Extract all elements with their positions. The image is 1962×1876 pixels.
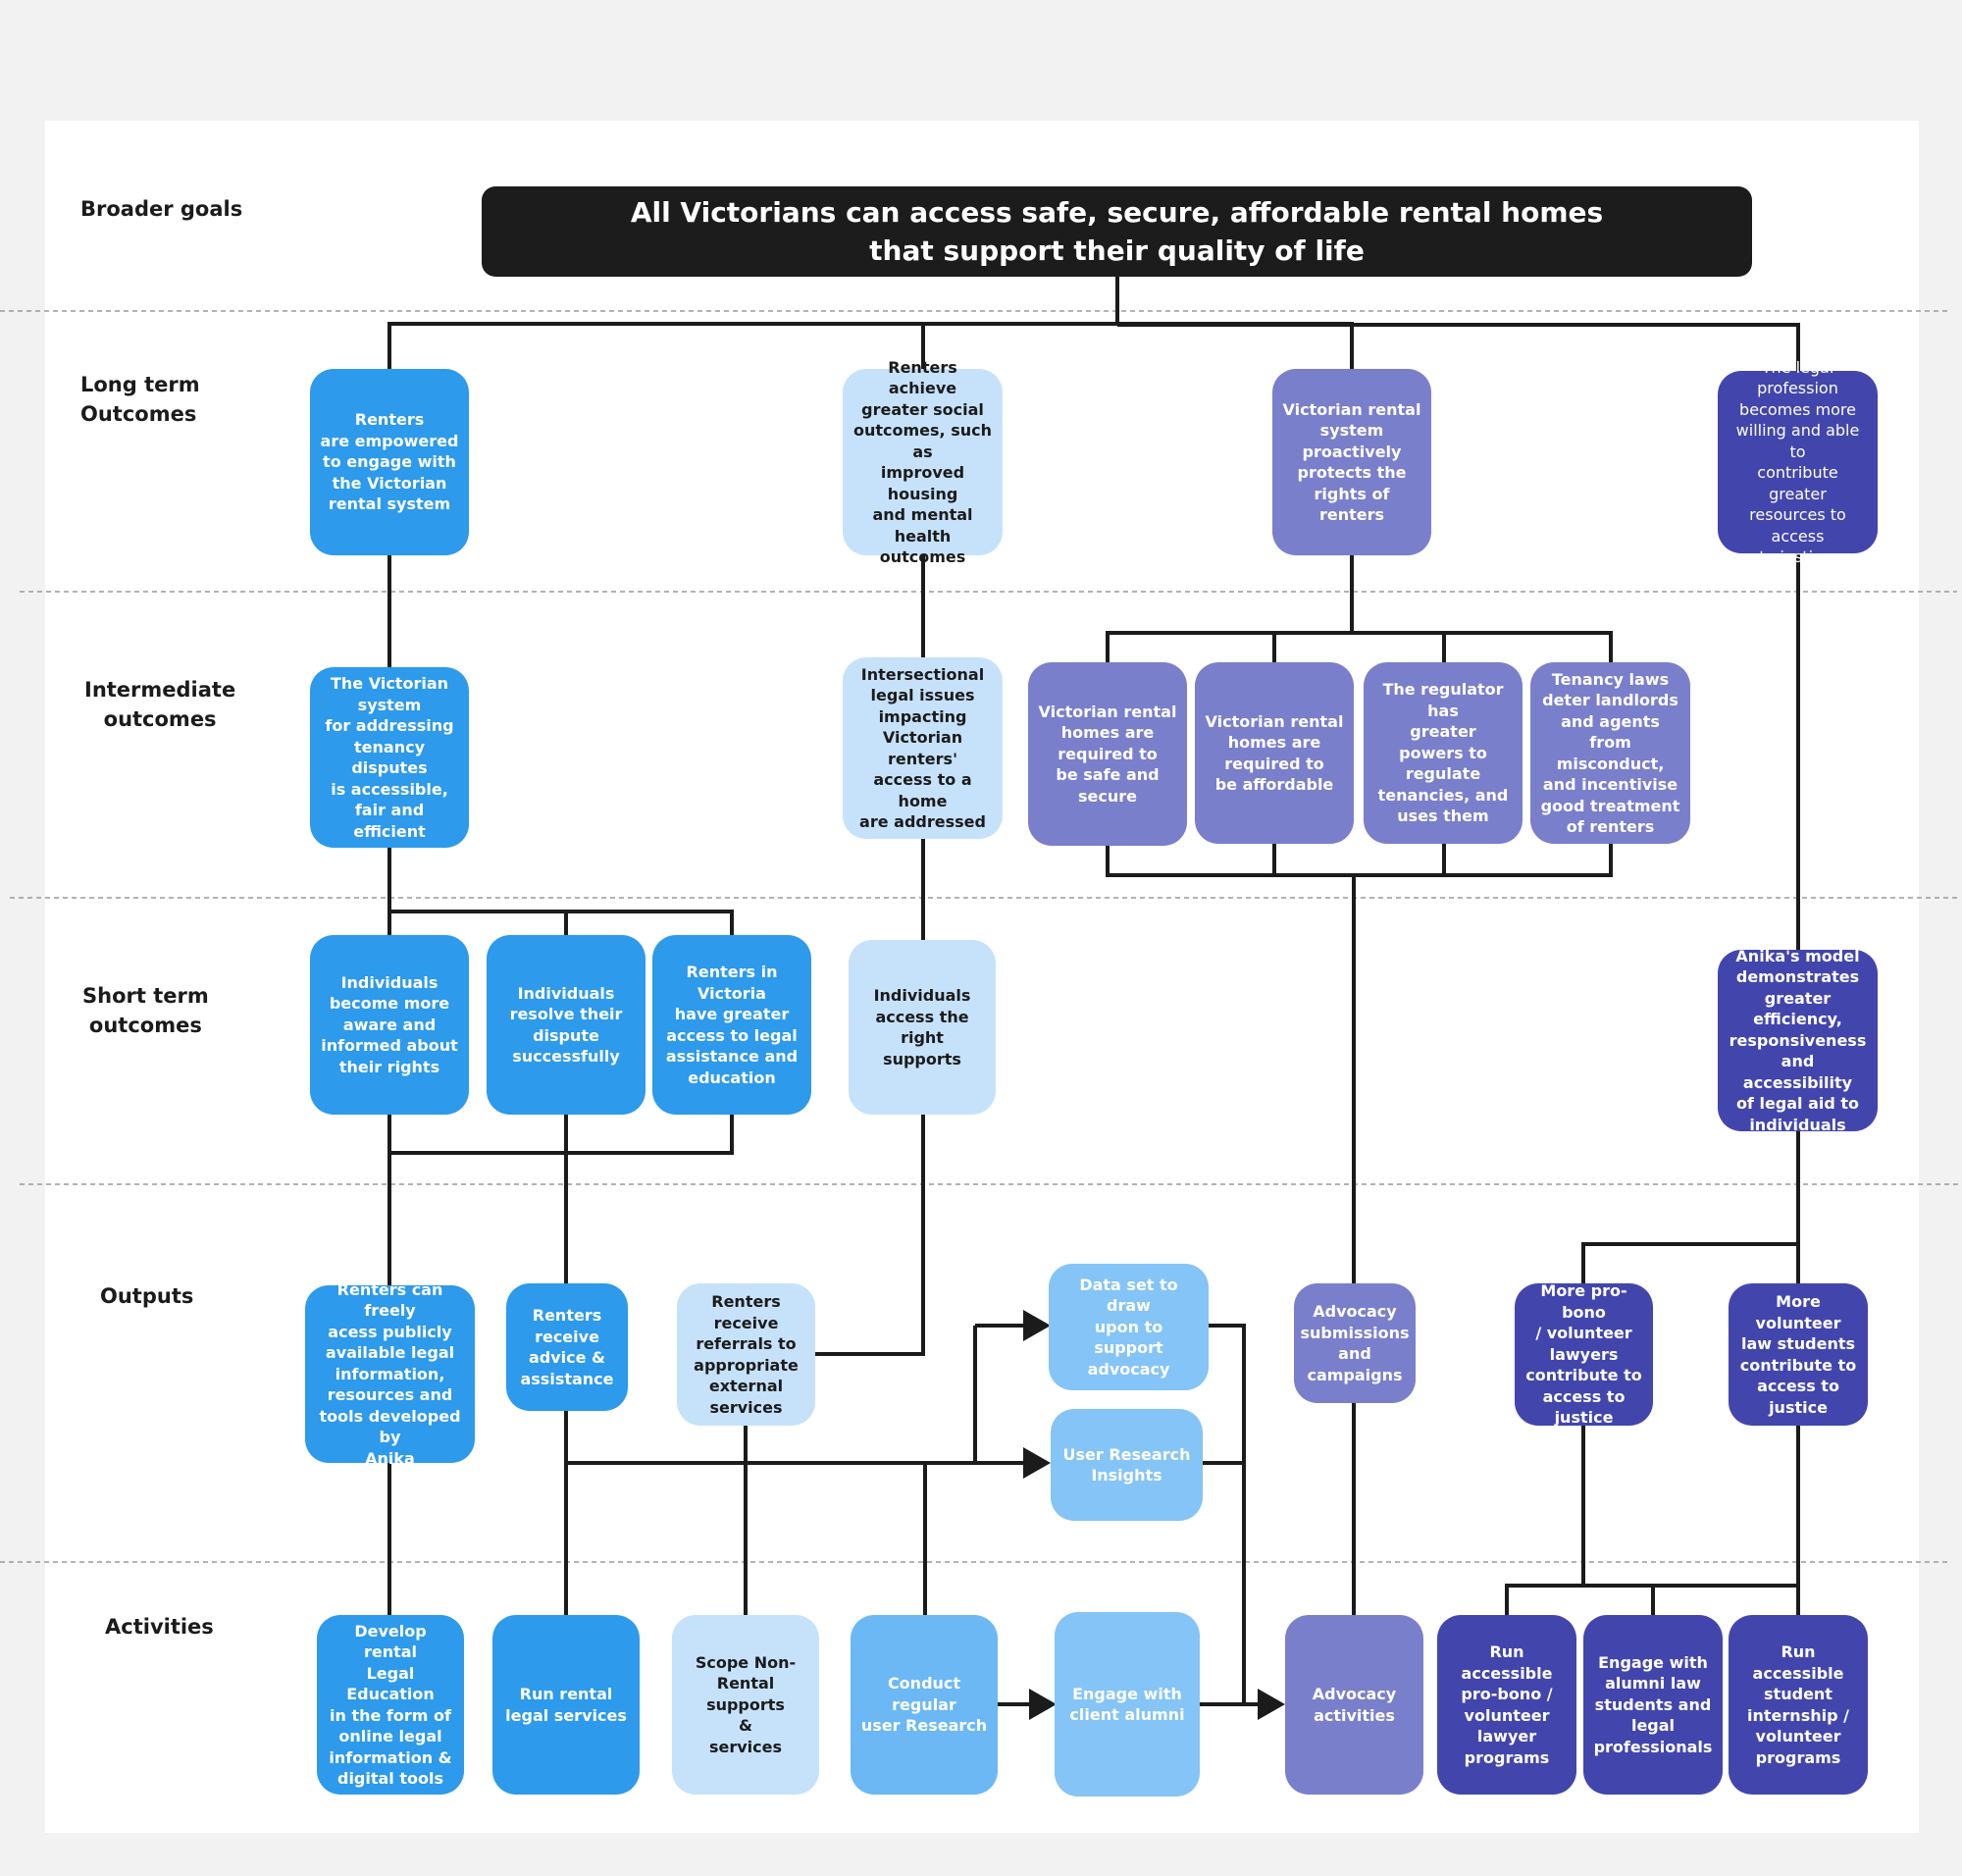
st-access-legal: Renters in Victoria have greater access …	[652, 935, 811, 1115]
row-label-outputs: Outputs	[100, 1284, 194, 1308]
out-referrals: Renters receive referrals to appropriate…	[677, 1283, 815, 1426]
act-legal-education: Develop rental Legal Education in the fo…	[317, 1615, 464, 1795]
io-dispute-system: The Victorian system for addressing tena…	[310, 667, 469, 848]
st-resolve: Individuals resolve their dispute succes…	[487, 935, 645, 1115]
act-advocacy: Advocacy activities	[1285, 1615, 1423, 1795]
row-label-intermediate: Intermediate outcomes	[84, 678, 236, 731]
out-advocacy-subs: Advocacy submissions and campaigns	[1294, 1283, 1416, 1403]
act-alumni-law: Engage with alumni law students and lega…	[1583, 1615, 1723, 1795]
out-user-research: User Research Insights	[1051, 1409, 1203, 1521]
act-internship: Run accessible student internship / volu…	[1729, 1615, 1868, 1795]
lt-renters-empowered: Renters are empowered to engage with the…	[310, 369, 469, 555]
act-client-alumni: Engage with client alumni	[1055, 1612, 1200, 1797]
st-right-supports: Individuals access the right supports	[849, 940, 996, 1115]
row-label-long-term: Long term Outcomes	[80, 373, 200, 426]
out-volunteer-students: More volunteer law students contribute t…	[1729, 1283, 1868, 1426]
st-anika-model: Anika's model demonstrates greater effic…	[1718, 947, 1878, 1134]
io-intersectional: Intersectional legal issues impacting Vi…	[843, 657, 1003, 839]
out-public-info: Renters can freely acess publicly availa…	[305, 1280, 475, 1468]
row-label-short-term: Short term outcomes	[82, 984, 209, 1037]
io-safe-secure: Victorian rental homes are required to b…	[1028, 662, 1187, 846]
act-scope-supports: Scope Non- Rental supports & services	[672, 1615, 819, 1795]
io-tenancy-laws: Tenancy laws deter landlords and agents …	[1530, 662, 1690, 844]
out-data-set: Data set to draw upon to support advocac…	[1049, 1264, 1209, 1390]
act-user-research: Conduct regular user Research	[851, 1615, 998, 1795]
lt-social-outcomes: Renters achieve greater social outcomes,…	[843, 358, 1003, 566]
broader-goal-banner: All Victorians can access safe, secure, …	[482, 186, 1752, 277]
st-aware: Individuals become more aware and inform…	[310, 935, 469, 1115]
act-pro-bono-programs: Run accessible pro-bono / volunteer lawy…	[1437, 1615, 1576, 1795]
io-regulator: The regulator has greater powers to regu…	[1364, 662, 1523, 844]
out-advice: Renters receive advice & assistance	[506, 1283, 628, 1411]
io-affordable: Victorian rental homes are required to b…	[1195, 662, 1354, 844]
act-legal-services: Run rental legal services	[492, 1615, 640, 1795]
lt-system-protects: Victorian rental system proactively prot…	[1272, 369, 1431, 555]
out-pro-bono: More pro-bono / volunteer lawyers contri…	[1515, 1281, 1653, 1427]
row-label-activities: Activities	[105, 1615, 214, 1639]
lt-legal-profession: The legal profession becomes more willin…	[1718, 358, 1878, 566]
row-label-broader-goals: Broader goals	[80, 197, 243, 221]
